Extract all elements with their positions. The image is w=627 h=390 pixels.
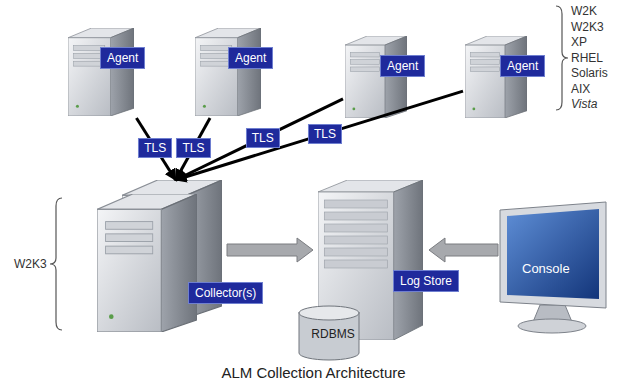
agent-server-icon [345, 36, 407, 118]
node-label: Agent [100, 47, 145, 69]
node-label: Collector(s) [188, 282, 263, 304]
os-name-label: RHEL [571, 51, 603, 65]
protocol-label: TLS [138, 138, 172, 158]
os-brace [556, 6, 568, 110]
connection-arrow [176, 99, 343, 180]
node-label: Agent [500, 55, 545, 77]
node-label: Agent [228, 47, 273, 69]
collector-server-icon [97, 194, 197, 332]
os-name-label: Vista [571, 97, 597, 111]
console-monitor-icon [500, 202, 606, 333]
connectors [136, 91, 498, 262]
os-name-label: W2K [571, 4, 597, 18]
agent-server-icon [68, 28, 134, 116]
node-text: RDBMS [298, 327, 368, 341]
diagram-caption: ALM Collection Architecture [0, 364, 627, 382]
data-flow-arrow [429, 238, 498, 262]
os-name-label: XP [571, 35, 587, 49]
agent-server-icon [195, 28, 261, 116]
cylinder-top [299, 306, 359, 320]
agent-node: Agent [343, 35, 431, 120]
protocol-label: TLS [246, 128, 280, 148]
protocol-label: TLS [176, 138, 210, 158]
os-name-label: W2K3 [14, 257, 47, 271]
node-label: Agent [380, 55, 425, 77]
os-name-label: Solaris [571, 66, 608, 80]
node-label: Log Store [393, 270, 459, 292]
agent-node: Agent [193, 28, 277, 118]
database-cylinder: RDBMS [298, 305, 368, 361]
os-name-label: AIX [571, 82, 590, 96]
connection-arrow [136, 118, 175, 180]
agent-server-icon [465, 36, 527, 118]
os-brace [50, 198, 62, 330]
data-flow-arrow [227, 238, 313, 262]
node-text: Console [522, 261, 570, 276]
os-name-label: W2K3 [571, 20, 604, 34]
console-node: Console [500, 205, 606, 335]
protocol-label: TLS [308, 124, 342, 144]
agent-node: Agent [66, 28, 150, 118]
agent-node: Agent [463, 35, 551, 120]
connection-arrow [176, 91, 463, 180]
collector-node: Collector(s) [95, 180, 225, 332]
